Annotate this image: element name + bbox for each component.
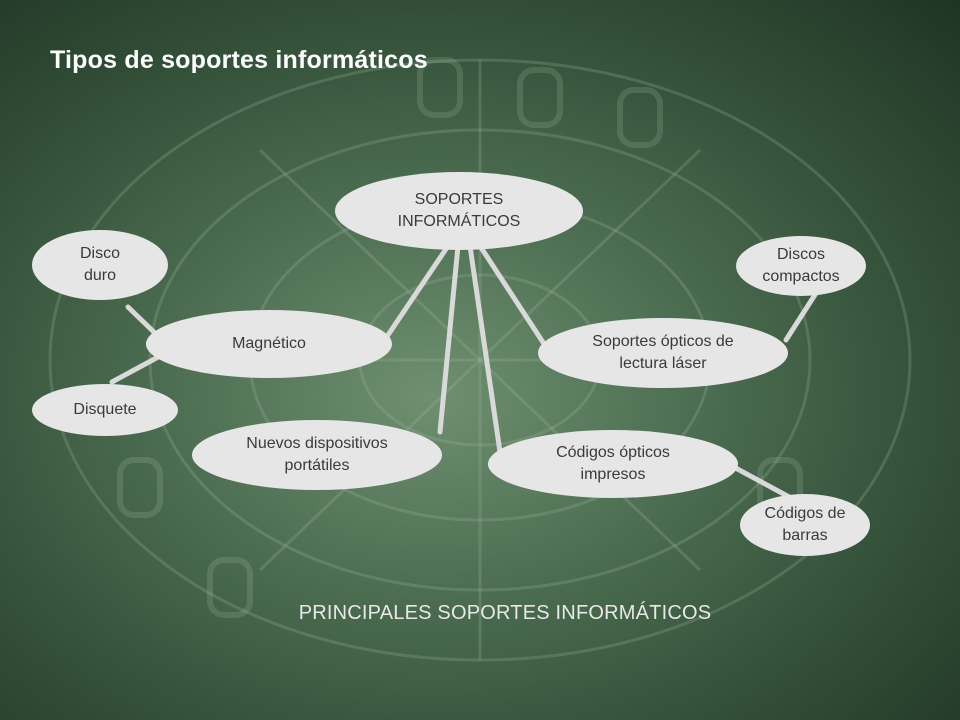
node-label: Códigos de barras <box>764 505 846 544</box>
node-codigos-opticos: Códigos ópticos impresos <box>488 430 738 498</box>
page-title: Tipos de soportes informáticos <box>50 46 428 74</box>
node-discos-compactos: Discos compactos <box>736 236 866 296</box>
node-magnetico: Magnético <box>146 310 392 378</box>
node-label: Disquete <box>73 401 137 418</box>
node-disquete: Disquete <box>32 384 178 436</box>
node-label: Nuevos dispositivos portátiles <box>246 435 388 474</box>
node-codigos-barras: Códigos de barras <box>740 494 870 556</box>
node-soportes-informaticos: SOPORTES INFORMÁTICOS <box>335 172 583 250</box>
node-label: Discos compactos <box>762 246 840 285</box>
connector-root-magnetico <box>383 243 451 341</box>
connector-root-codigos-opticos <box>467 243 503 455</box>
node-disco-duro: Disco duro <box>32 230 168 300</box>
node-label: Disco duro <box>79 245 120 284</box>
connector-magnetico-disquete <box>109 353 163 385</box>
node-label: Soportes ópticos de lectura láser <box>592 333 734 372</box>
node-label: Magnético <box>232 335 306 352</box>
connector-root-soportes-opticos <box>477 243 551 353</box>
node-nuevos-dispositivos: Nuevos dispositivos portátiles <box>192 420 442 490</box>
node-soportes-opticos: Soportes ópticos de lectura láser <box>538 318 788 388</box>
connector-root-nuevos <box>437 243 461 435</box>
node-label: Códigos ópticos impresos <box>556 444 670 483</box>
node-label: SOPORTES INFORMÁTICOS <box>397 191 521 230</box>
connector-soportes-discos-compactos <box>783 287 821 343</box>
footer-caption: PRINCIPALES SOPORTES INFORMÁTICOS <box>298 602 712 624</box>
